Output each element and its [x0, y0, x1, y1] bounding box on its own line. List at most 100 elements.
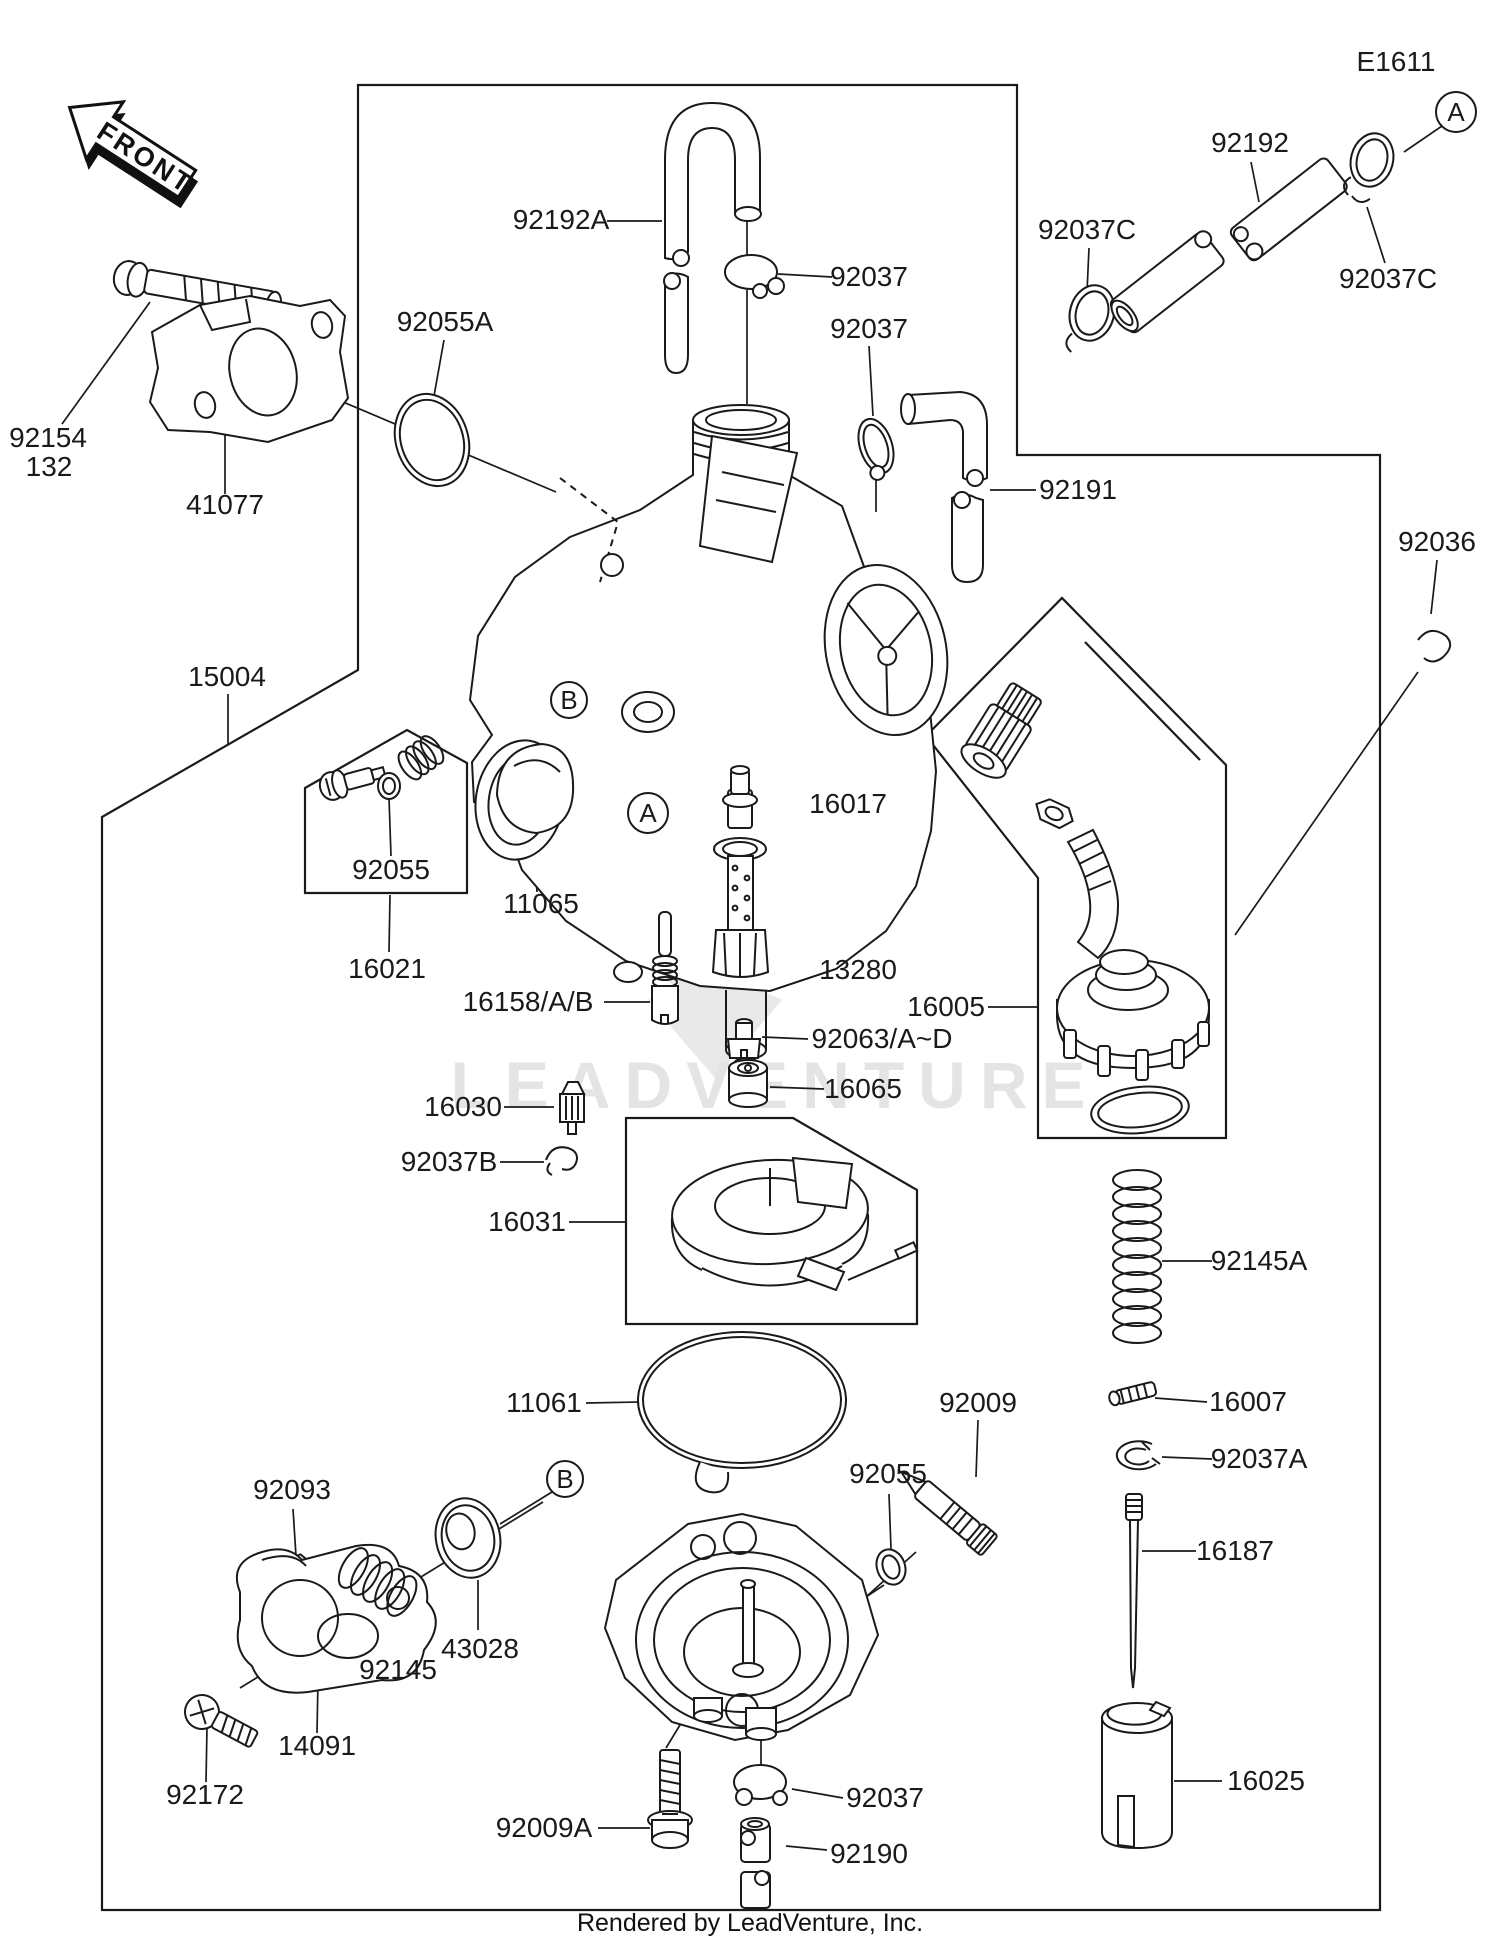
part-label-92190: 92190 [830, 1838, 908, 1869]
hose-92192-lower [1109, 230, 1225, 334]
pilot-screw-kit [318, 735, 445, 801]
starter-jet-92009 [898, 1469, 998, 1556]
enclosure-16005-inner-line [1084, 641, 1201, 761]
diaphragm-43028 [434, 1497, 502, 1579]
hose-92192a [663, 101, 762, 375]
part-label-92154: 92154 [9, 422, 87, 453]
callout-a-carb-letter: A [639, 798, 657, 828]
watermark-chevron-logo [648, 988, 782, 1078]
sleeve-16025 [1101, 1700, 1173, 1850]
part-label-16017: 16017 [809, 788, 887, 819]
part-label-41077: 41077 [186, 489, 264, 520]
carb-holder-41077 [148, 294, 350, 444]
main-outline-box [100, 83, 1382, 1912]
front-arrow-shape [67, 100, 198, 200]
part-16017 [722, 765, 758, 829]
float-box-16031 [624, 1116, 919, 1326]
e-clip-92037a [1115, 1440, 1161, 1471]
part-label-92192a: 92192A [513, 204, 610, 235]
part-label-92093: 92093 [253, 1474, 331, 1505]
part-label-92055-bowl: 92055 [849, 1458, 927, 1489]
part-label-92037b: 92037B [401, 1146, 498, 1177]
float-valve-16030 [559, 1081, 586, 1135]
page-code: E1611 [1357, 46, 1436, 77]
callout-b-carb-letter: B [560, 685, 577, 715]
part-label-92037-bottom: 92037 [846, 1782, 924, 1813]
hose-92191 [900, 390, 988, 584]
callout-a-top-letter: A [1447, 97, 1465, 127]
callout-b-bottom: B [546, 1460, 584, 1498]
part-label-132: 132 [26, 451, 73, 482]
kit-spring-icon [397, 735, 445, 781]
hose-clamp-icon [857, 417, 895, 481]
enclosure-16005 [924, 596, 1228, 1140]
kit-box-16021 [303, 728, 469, 895]
spring-92145a [1112, 1169, 1162, 1344]
part-label-92037c-right: 92037C [1339, 263, 1437, 294]
drain-screw-92009a [647, 1749, 693, 1849]
part-92063 [726, 1018, 762, 1059]
part-label-92191: 92191 [1039, 474, 1117, 505]
footer-credit: Rendered by LeadVenture, Inc. [577, 1909, 923, 1937]
part-label-92055a: 92055A [397, 306, 494, 337]
overflow-fitting [1066, 828, 1120, 960]
part-label-92009: 92009 [939, 1387, 1017, 1418]
jet-needle-16187 [1125, 1493, 1143, 1689]
hose-clamp-icon [733, 1764, 788, 1806]
part-label-92172: 92172 [166, 1779, 244, 1810]
float-bowl-assembly [603, 1512, 880, 1742]
part-label-92145a: 92145A [1211, 1245, 1308, 1276]
screw-92172 [184, 1694, 259, 1748]
clip-92037b-icon [545, 1146, 578, 1176]
part-label-92055-kit: 92055 [352, 854, 430, 885]
part-16158 [651, 911, 679, 1025]
part-label-16158: 16158/A/B [463, 986, 594, 1017]
part-label-92063: 92063/A~D [812, 1023, 953, 1054]
part-label-16025: 16025 [1227, 1765, 1305, 1796]
callout-b-bottom-letter: B [556, 1464, 573, 1494]
hose-clamp-icon [1343, 132, 1395, 203]
callout-a-carb: A [627, 792, 669, 834]
vent-hose-assembly [1065, 132, 1395, 353]
callout-b-carb: B [550, 681, 588, 719]
hose-clamp-icon [724, 254, 785, 299]
part-label-16021: 16021 [348, 953, 426, 984]
hose-clamp-icon [1065, 284, 1116, 353]
part-16065 [728, 1059, 768, 1108]
cover-14091 [235, 1544, 437, 1694]
o-ring-92055-bowl [875, 1548, 907, 1586]
part-label-14091: 14091 [278, 1730, 356, 1761]
part-labels: E1611 92192 92037C 92037C 92192A 92037 9… [9, 46, 1476, 1869]
part-label-43028: 43028 [441, 1633, 519, 1664]
part-label-92037c-left: 92037C [1038, 214, 1136, 245]
overflow-tube-92190 [740, 1817, 771, 1909]
clip-92036-icon [1417, 629, 1452, 663]
cover-group [184, 1497, 502, 1748]
part-label-92145: 92145 [359, 1654, 437, 1685]
part-label-16031: 16031 [488, 1206, 566, 1237]
float-16031 [670, 1156, 919, 1292]
part-label-16065: 16065 [824, 1073, 902, 1104]
part-label-16187: 16187 [1196, 1535, 1274, 1566]
part-label-92037a: 92037A [1211, 1443, 1308, 1474]
drain-assembly-16005 [960, 682, 1210, 1135]
watermark-text: LEADVENTURE [450, 1048, 1099, 1122]
spring-92145 [337, 1547, 418, 1617]
part-label-13280: 13280 [819, 954, 897, 985]
part-label-92037-top1: 92037 [830, 261, 908, 292]
part-label-92036: 92036 [1398, 526, 1476, 557]
part-13280 [711, 837, 770, 978]
part-label-16007: 16007 [1209, 1386, 1287, 1417]
part-label-16005: 16005 [907, 991, 985, 1022]
part-label-11065: 11065 [503, 888, 579, 919]
hose-92192-upper [1229, 157, 1348, 262]
part-label-15004: 15004 [188, 661, 266, 692]
part-label-11061: 11061 [506, 1387, 582, 1418]
front-arrow: FRONT [67, 100, 199, 209]
cap-11065-highlight [513, 759, 561, 773]
callout-a-top: A [1435, 91, 1477, 133]
needle-jet-column [711, 765, 770, 1108]
gasket-11061 [637, 1331, 847, 1494]
